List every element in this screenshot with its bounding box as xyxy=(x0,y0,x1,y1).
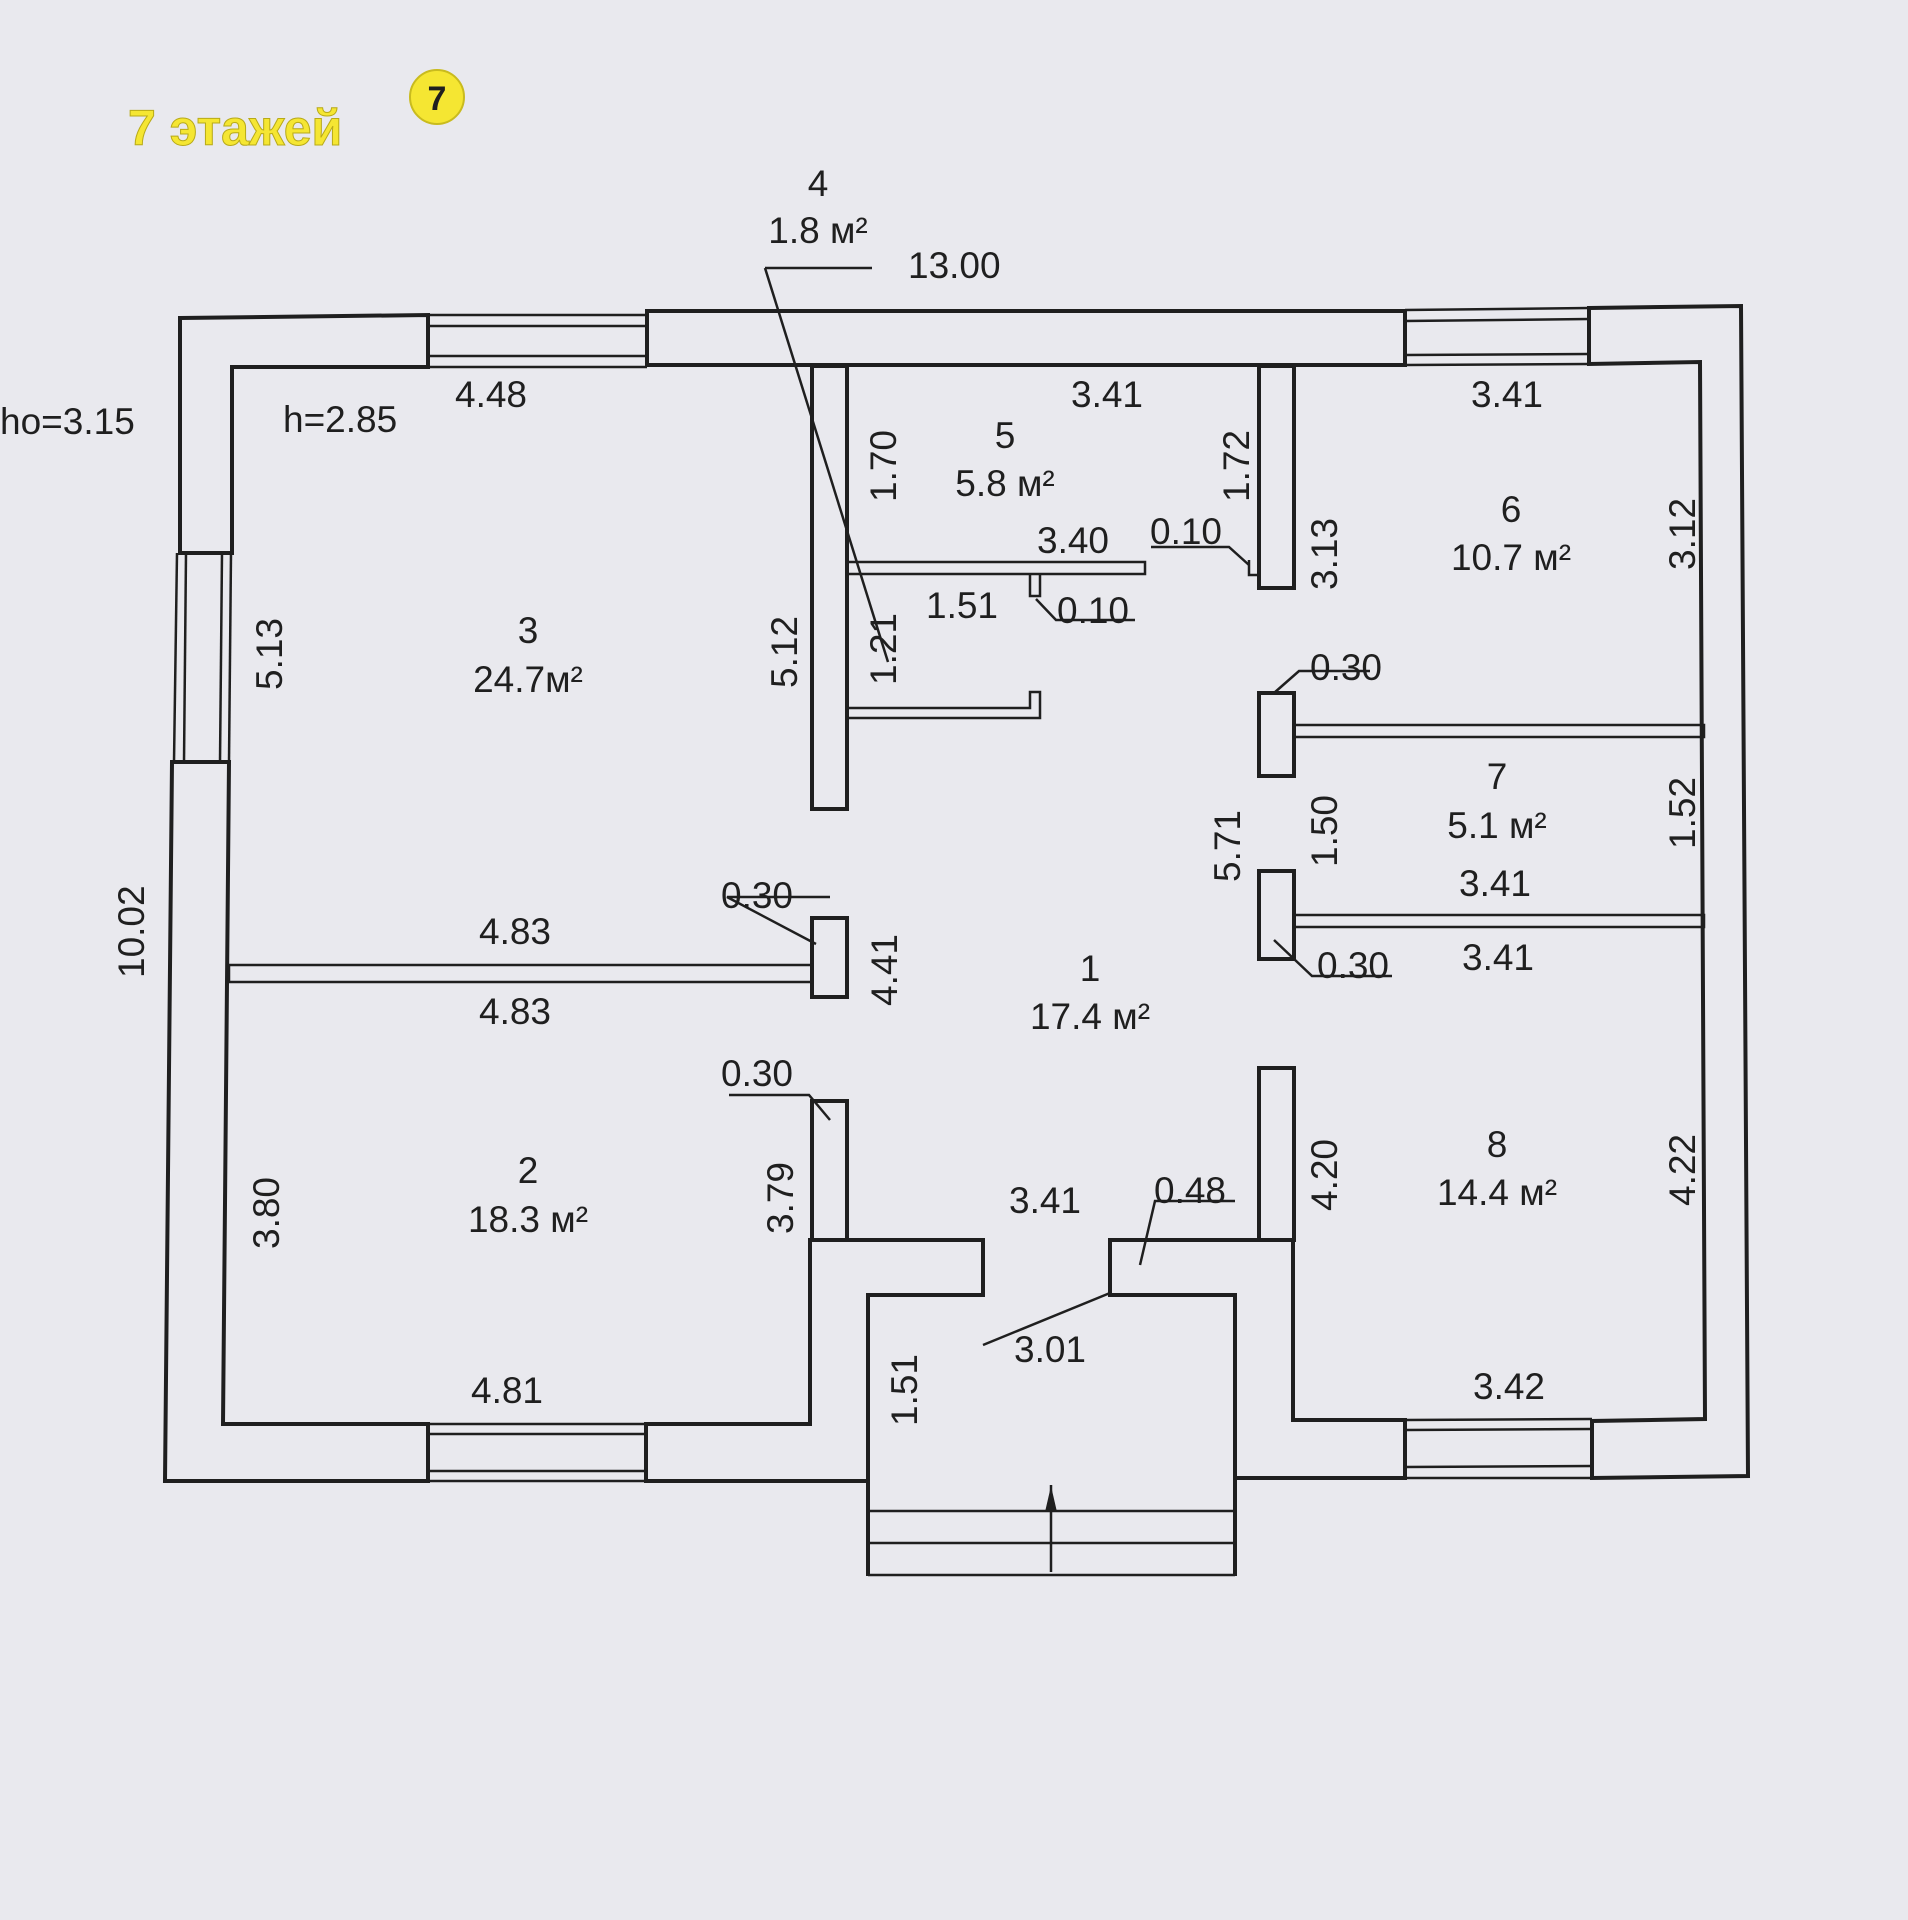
dim-wall-c: 0.30 xyxy=(721,875,793,916)
dim-room5-small: 1.51 xyxy=(926,585,998,626)
room-5-number: 5 xyxy=(995,415,1016,456)
room-7-number: 7 xyxy=(1487,756,1508,797)
pier-room7-top xyxy=(1257,691,1296,778)
vestibule-steps xyxy=(866,1478,1237,1577)
wall-room3-right xyxy=(810,364,849,811)
dim-vestibule-depth: 1.51 xyxy=(884,1354,925,1426)
dim-corridor-height: 5.71 xyxy=(1207,810,1248,882)
wall-room2-right xyxy=(810,1099,849,1242)
partition-room4 xyxy=(847,690,1042,720)
room-label-6: 6 10.7 м² xyxy=(1451,489,1571,578)
room-label-7: 7 5.1 м² xyxy=(1447,756,1546,846)
window-bottom-left xyxy=(428,1422,646,1483)
partition-room5-nib xyxy=(1028,574,1042,598)
room-8-number: 8 xyxy=(1487,1124,1508,1165)
dim-left-upper: 5.13 xyxy=(249,618,290,690)
dim-room6-right: 3.12 xyxy=(1662,498,1703,570)
dim-ceiling-height: h=2.85 xyxy=(283,399,397,440)
brand-badge: 7 xyxy=(428,80,447,118)
room-4-area: 1.8 м² xyxy=(768,210,867,251)
dim-overall-width: 13.00 xyxy=(908,245,1001,286)
partition-rooms-6-7 xyxy=(1292,723,1706,739)
dim-room6-left: 1.72 xyxy=(1216,430,1257,502)
leader-lines xyxy=(726,266,1392,1347)
room-label-4: 4 1.8 м² xyxy=(768,163,867,251)
dim-room2-right: 3.79 xyxy=(760,1162,801,1234)
room-3-number: 3 xyxy=(518,610,539,651)
room-label-5: 5 5.8 м² xyxy=(955,415,1054,504)
dim-room6-lower: 3.13 xyxy=(1304,518,1345,590)
room-7-area: 5.1 м² xyxy=(1447,805,1546,846)
wall-bottom-middle-left xyxy=(644,1238,985,1483)
window-top-left xyxy=(428,313,647,369)
dim-room8-top: 3.41 xyxy=(1462,937,1534,978)
dim-room5-width: 3.40 xyxy=(1037,520,1109,561)
dim-room7-left: 1.50 xyxy=(1304,795,1345,867)
dim-room3-right: 5.12 xyxy=(764,616,805,688)
exterior-walls xyxy=(162,303,1751,1577)
room-2-area: 18.3 м² xyxy=(468,1199,588,1240)
dim-room2-bottom: 4.81 xyxy=(471,1370,543,1411)
partition-room5 xyxy=(845,560,1147,576)
dim-room5-gap-a: 0.10 xyxy=(1150,511,1222,552)
dim-hall-width: 3.41 xyxy=(1009,1180,1081,1221)
dim-room8-bottom: 3.42 xyxy=(1473,1366,1545,1407)
partition-rooms-7-8 xyxy=(1292,913,1706,929)
brand-badge-icon xyxy=(409,69,465,125)
dim-room7-bottom: 3.41 xyxy=(1459,863,1531,904)
room-5-area: 5.8 м² xyxy=(955,463,1054,504)
room-label-3: 3 24.7м² xyxy=(473,610,583,700)
interior-walls xyxy=(227,364,1706,1242)
dim-wall-a: 0.30 xyxy=(1310,647,1382,688)
wall-bottom-middle-right xyxy=(1108,1238,1407,1480)
window-left xyxy=(172,552,233,763)
window-bottom-right xyxy=(1404,1417,1593,1480)
dim-room8-right: 4.22 xyxy=(1662,1134,1703,1206)
dim-pier: 4.41 xyxy=(864,934,905,1006)
wall-room8-left xyxy=(1257,1066,1296,1242)
wall-left-lower xyxy=(162,760,430,1483)
dim-room3-bottom: 4.83 xyxy=(479,911,551,952)
dim-top-mid: 3.41 xyxy=(1071,374,1143,415)
dim-top-right: 3.41 xyxy=(1471,374,1543,415)
pier-middle xyxy=(810,916,849,999)
dim-room2-left: 3.80 xyxy=(246,1177,287,1249)
dim-wall-b: 0.30 xyxy=(1317,945,1389,986)
room-3-area: 24.7м² xyxy=(473,659,583,700)
dim-top-left-window: 4.48 xyxy=(455,374,527,415)
wall-room6-left xyxy=(1257,364,1296,590)
room-label-2: 2 18.3 м² xyxy=(468,1150,588,1240)
dim-vestibule-width: 3.01 xyxy=(1014,1329,1086,1370)
pier-room7-bottom xyxy=(1257,869,1296,961)
dim-room5-gap-b: 0.10 xyxy=(1057,590,1129,631)
window-top-right xyxy=(1404,306,1590,367)
dim-floor-height: ho=3.15 xyxy=(0,401,135,442)
dim-room5-lower: 1.21 xyxy=(863,613,904,685)
room-label-8: 8 14.4 м² xyxy=(1437,1124,1557,1213)
room-1-number: 1 xyxy=(1080,948,1101,989)
dim-room7-right: 1.52 xyxy=(1662,777,1703,849)
dim-room2-top: 4.83 xyxy=(479,991,551,1032)
dim-room5-upper: 1.70 xyxy=(863,430,904,502)
entry-arrowhead-icon xyxy=(1045,1486,1057,1512)
room-4-number: 4 xyxy=(808,163,829,204)
brand-name: 7 этажей xyxy=(128,100,342,156)
room-6-area: 10.7 м² xyxy=(1451,537,1571,578)
partition-rooms-2-3 xyxy=(227,963,814,984)
room-6-number: 6 xyxy=(1501,489,1522,530)
wall-right xyxy=(1587,303,1751,1481)
wall-top-middle xyxy=(645,309,1407,367)
dim-room8-left: 4.20 xyxy=(1304,1139,1345,1211)
room-2-number: 2 xyxy=(518,1150,539,1191)
dim-overall-depth: 10.02 xyxy=(111,885,152,978)
dim-door-wall: 0.48 xyxy=(1154,1170,1226,1211)
dimension-labels: 13.00 ho=3.15 h=2.85 4.48 3.41 3.41 3.40… xyxy=(0,245,1703,1426)
room-1-area: 17.4 м² xyxy=(1030,996,1150,1037)
room-labels: 4 1.8 м² 5 5.8 м² 6 10.7 м² 3 24.7м² 7 5… xyxy=(468,163,1571,1240)
room-label-1: 1 17.4 м² xyxy=(1030,948,1150,1037)
dim-wall-d: 0.30 xyxy=(721,1053,793,1094)
room-8-area: 14.4 м² xyxy=(1437,1172,1557,1213)
brand-logo: 7 этажей 7 xyxy=(128,69,465,157)
